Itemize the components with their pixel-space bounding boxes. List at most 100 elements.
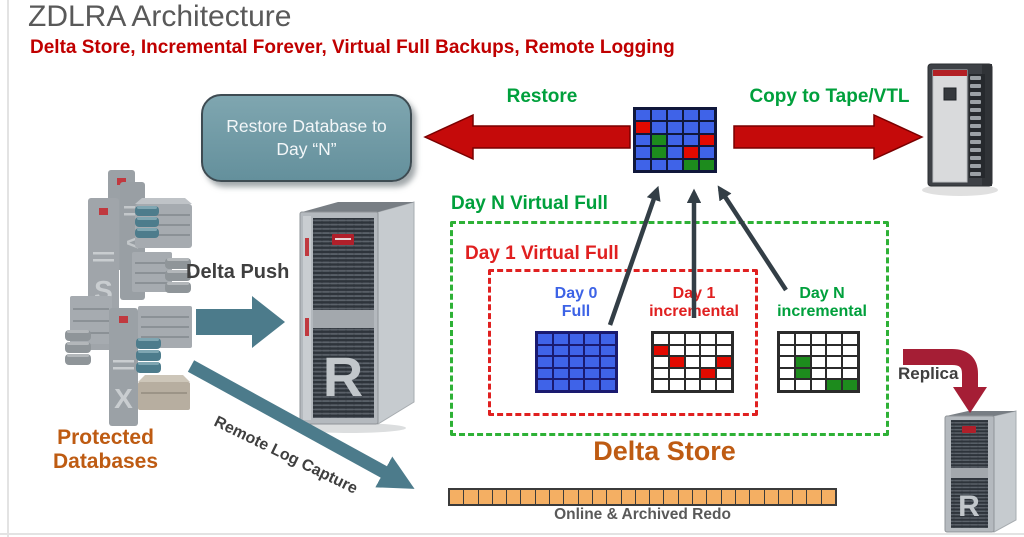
redo-segment — [763, 490, 778, 504]
delta-push-label: Delta Push — [186, 261, 290, 283]
grid-cell — [699, 109, 715, 122]
grid-cell — [842, 356, 858, 368]
grid-cell — [668, 356, 685, 368]
redo-segment — [720, 490, 735, 504]
protected-databases-icon: < S — [65, 170, 192, 426]
grid-cell — [651, 109, 667, 122]
delta-push-arrow — [196, 296, 285, 348]
restore-database-box: Restore Database to Day “N” — [201, 94, 412, 182]
recovery-appliance-icon: R — [294, 201, 415, 433]
grid-cell — [537, 379, 553, 391]
delta-store-title: Delta Store — [593, 436, 736, 466]
redo-segment — [734, 490, 749, 504]
restore-box-line1: Restore Database to — [226, 116, 387, 136]
redo-segment — [491, 490, 506, 504]
redo-segment — [477, 490, 492, 504]
grid-cell — [779, 367, 795, 380]
grid-cell — [568, 379, 585, 391]
replica-appliance-icon: R — [944, 410, 1017, 533]
grid-cell — [552, 356, 569, 368]
grid-cell — [552, 367, 569, 380]
grid-cell — [683, 109, 699, 122]
grid-cell — [794, 379, 811, 391]
grid-cell — [653, 356, 669, 368]
grid-cell — [667, 121, 683, 134]
grid-cell — [684, 379, 701, 391]
grid-cell — [600, 344, 616, 357]
grid-cell — [568, 333, 585, 345]
redo-segment — [450, 490, 463, 504]
slide-edge-bottom — [0, 533, 1024, 535]
grid-cell — [651, 146, 667, 159]
grid-cell — [842, 333, 858, 345]
grid-cell — [653, 333, 669, 345]
grid-cell — [779, 333, 795, 345]
database-icon — [135, 206, 159, 238]
replica-label: Replica — [898, 364, 959, 383]
grid-cell — [651, 121, 667, 134]
redo-segment — [620, 490, 635, 504]
day-n-virtual-full-box — [450, 221, 889, 436]
redo-segment — [677, 490, 692, 504]
grid-cell — [653, 344, 669, 357]
grid-cell — [667, 109, 683, 122]
slide-edge-left — [7, 0, 9, 537]
grid-cell — [683, 158, 699, 171]
database-icon — [136, 338, 161, 373]
grid-cell — [716, 344, 732, 357]
grid-cell — [842, 367, 858, 380]
grid-cell — [651, 158, 667, 171]
day0-full-grid — [535, 331, 618, 393]
grid-cell — [667, 133, 683, 147]
grid-cell — [810, 333, 827, 345]
grid-cell — [668, 344, 685, 357]
grid-cell — [700, 367, 717, 380]
redo-segment — [649, 490, 663, 504]
grid-cell — [794, 344, 811, 357]
grid-cell — [667, 146, 683, 159]
grid-cell — [683, 146, 699, 159]
grid-cell — [700, 356, 717, 368]
grid-cell — [826, 379, 843, 391]
grid-cell — [810, 356, 827, 368]
grid-cell — [537, 333, 553, 345]
restore-arrow — [423, 113, 631, 161]
grid-cell — [826, 333, 843, 345]
grid-cell — [635, 146, 651, 159]
grid-cell — [537, 356, 553, 368]
grid-cell — [826, 367, 843, 380]
redo-segment — [520, 490, 534, 504]
online-archived-redo-label: Online & Archived Redo — [554, 506, 731, 523]
tape-library-icon — [922, 63, 998, 196]
grid-cell — [584, 356, 601, 368]
rack-server-icon — [132, 252, 172, 292]
redo-segment — [706, 490, 720, 504]
redo-segment — [820, 490, 835, 504]
redo-segment — [591, 490, 606, 504]
grid-cell — [568, 344, 585, 357]
grid-cell — [842, 379, 858, 391]
grid-cell — [716, 356, 732, 368]
redo-segment — [634, 490, 649, 504]
grid-cell — [699, 158, 715, 171]
grid-cell — [552, 344, 569, 357]
grid-cell — [635, 158, 651, 171]
rack-letter: R — [958, 490, 980, 523]
redo-segment — [663, 490, 677, 504]
tower-server-icon: X — [109, 308, 138, 426]
redo-segment — [749, 490, 763, 504]
grid-cell — [668, 333, 685, 345]
grid-cell — [584, 367, 601, 380]
grid-cell — [568, 367, 585, 380]
redo-segment — [792, 490, 806, 504]
grid-cell — [635, 109, 651, 122]
grid-cell — [684, 367, 701, 380]
page-title: ZDLRA Architecture — [28, 0, 292, 33]
redo-segment — [606, 490, 620, 504]
copy-to-tape-label: Copy to Tape/VTL — [749, 86, 910, 107]
database-icon — [165, 258, 191, 293]
grid-cell — [683, 121, 699, 134]
redo-segment — [534, 490, 549, 504]
grid-cell — [794, 333, 811, 345]
